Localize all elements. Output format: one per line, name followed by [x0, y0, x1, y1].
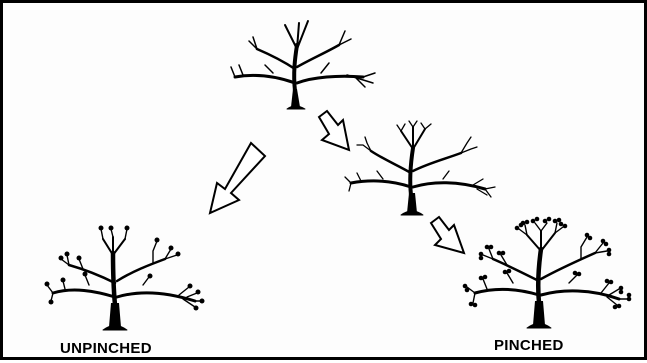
diagram-canvas	[44, 20, 632, 331]
tree-pinched	[466, 222, 628, 329]
label-unpinched: UNPINCHED	[60, 340, 152, 357]
tree-unpinched	[46, 228, 202, 331]
label-pinched: PINCHED	[494, 337, 564, 354]
arrow-to-unpinched	[208, 141, 267, 215]
tree-unpinched-buds	[44, 225, 205, 311]
arrow-to-pinched	[429, 215, 466, 255]
tree-first-pinch	[344, 120, 496, 216]
arrow-to-first-pinch	[317, 109, 351, 152]
tree-original	[230, 20, 376, 110]
tree-pinched-buds	[462, 216, 632, 310]
